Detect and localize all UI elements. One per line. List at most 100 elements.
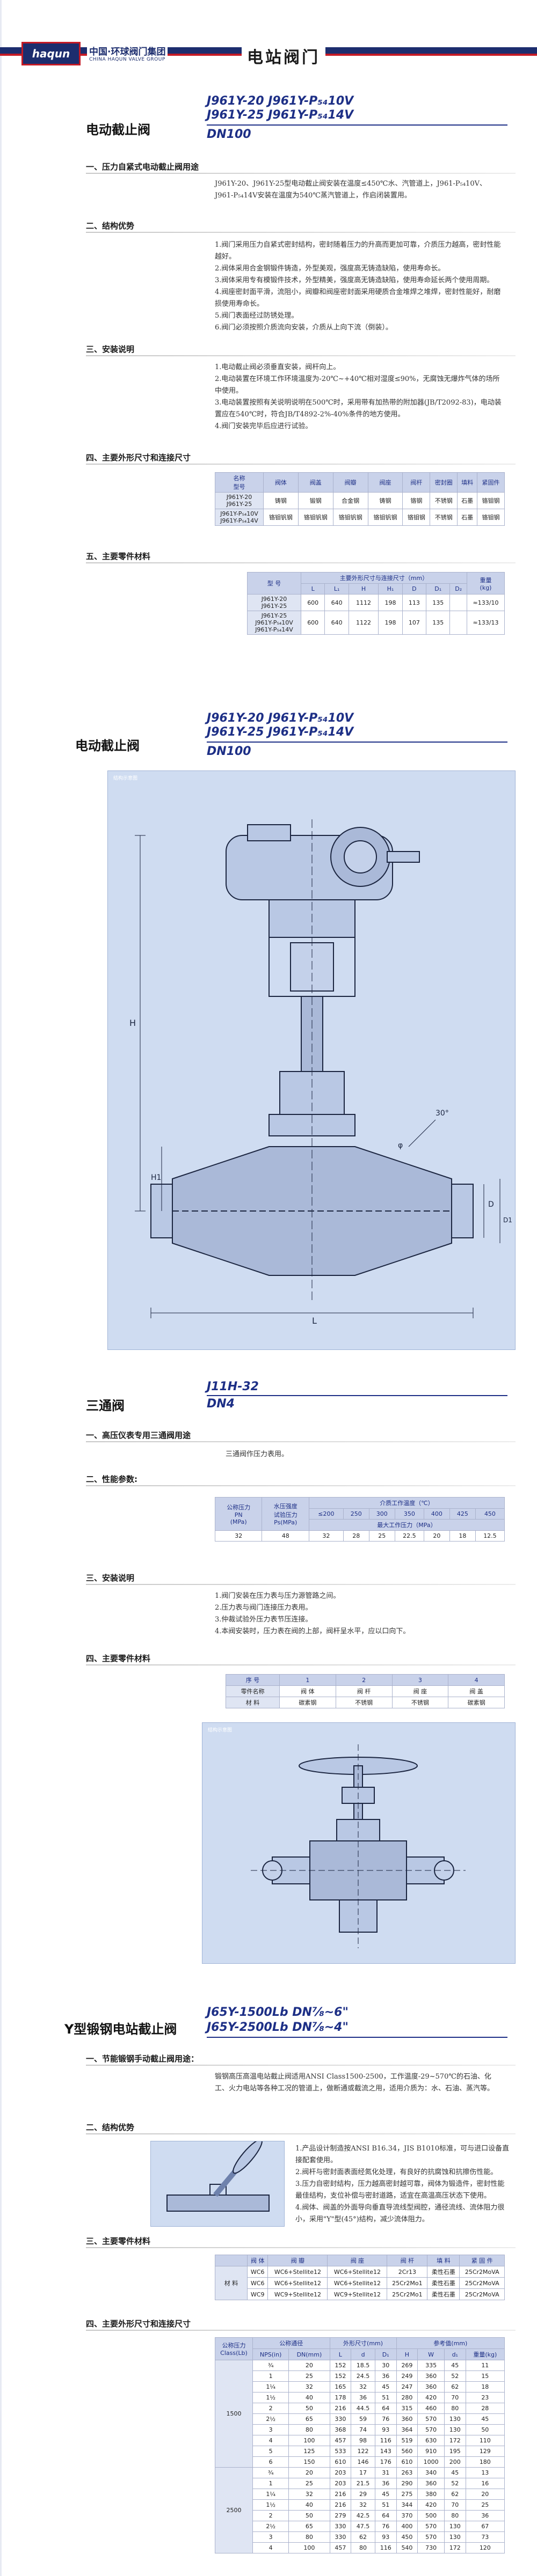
panel-caption: 结构示意图 (113, 776, 138, 781)
table-cell: 11 (465, 2360, 505, 2371)
y-valve-panel (150, 2141, 285, 2227)
section-title: 二、性能参数: (86, 1474, 137, 1484)
valve-cross-section-drawing (135, 819, 500, 1318)
section-rule (86, 1441, 516, 1442)
table-cell: 76 (374, 2413, 397, 2425)
table-cell: 420 (417, 2392, 445, 2403)
table-cell: 176 (374, 2456, 397, 2468)
table-header: D (402, 583, 427, 595)
table-cell: 51 (374, 2392, 397, 2403)
table-header: H (396, 2349, 418, 2360)
table-cell: 640 (324, 611, 349, 635)
list-item: 5.阀门表面经过防锈处理。 (215, 312, 299, 320)
section-title: 四、主要外形尺寸和连接尺寸 (86, 453, 191, 463)
table-cell: 40 (288, 2392, 330, 2403)
model-line-1: J65Y-1500Lb DN⅞~6" (207, 2006, 349, 2019)
table-cell: 570 (417, 2413, 445, 2425)
parts-table: 序 号 1 2 3 4 零件名称 阀 体 阀 杆 阀 座 阀 盖 材 料 碳素钢… (226, 1674, 505, 1708)
structure-list: 1.产品设计制造按ANSI B16.34，JIS B1010标准，可与进口设备直… (295, 2143, 510, 2226)
table-cell: 50 (288, 2403, 330, 2414)
table-cell: 65 (288, 2413, 330, 2425)
table-cell: 263 (396, 2467, 418, 2478)
table-header: D₁ (426, 583, 451, 595)
model-rule (207, 2037, 507, 2038)
table-cell: 62 (444, 2489, 466, 2500)
table-cell: 25Cr2MoVA (459, 2288, 505, 2300)
table-cell: 48 (262, 1530, 309, 1542)
section-text: J961Y-20、J961Y-25型电动截止阀安装在温度≤450℃水、汽管道上，… (215, 180, 487, 200)
table-cell: 130 (444, 2413, 466, 2425)
table-cell: 28 (343, 1530, 369, 1542)
left-rule (0, 0, 2, 2576)
table-cell: 200 (444, 2456, 466, 2468)
section-text: 锻钢高压高温电站截止阀适用ANSI Class1500-2500，工作温度-29… (215, 2073, 495, 2093)
table-header: 水压强度 试验压力 Ps(MPa) (262, 1497, 309, 1531)
company-name-en: CHINA HAQUN VALVE GROUP (87, 57, 168, 62)
table-cell: 32 (288, 2489, 330, 2500)
table-cell: 570 (417, 2531, 445, 2543)
table-header: 重量(kg) (465, 2349, 505, 2360)
table-cell: 20 (288, 2467, 330, 2478)
table-cell: 20 (465, 2489, 505, 2500)
table-cell: 457 (329, 2542, 352, 2553)
table-cell: 石墨 (457, 509, 478, 526)
table-cell: 1112 (348, 594, 379, 611)
table-header: 填料 (457, 472, 478, 493)
table-cell: 45 (444, 2467, 466, 2478)
table-cell: 2½ (252, 2521, 289, 2532)
model-line-2: J961Y-25 J961Y-P₅₄14V (207, 725, 354, 739)
table-cell: 130 (444, 2531, 466, 2543)
list-item: 2.阀杆与密封面表面经氮化处理，有良好的抗腐蚀和抗擦伤性能。 (295, 2168, 498, 2176)
model-rule (207, 1395, 507, 1396)
table-cell: 533 (329, 2446, 352, 2457)
table-cell: 13 (465, 2467, 505, 2478)
model-rule (207, 742, 507, 743)
table-cell: ¾ (252, 2360, 289, 2371)
table-cell: 203 (329, 2467, 352, 2478)
table-cell: 910 (417, 2446, 445, 2457)
table-header: 2 (335, 1674, 393, 1686)
table-cell: 32 (351, 2381, 375, 2392)
table-cell: 36 (351, 2392, 375, 2403)
table-cell: 17 (351, 2467, 375, 2478)
table-header: 序 号 (226, 1674, 280, 1686)
table-cell: 材 料 (226, 1697, 280, 1708)
table-header: 外形尺寸(mm) (329, 2337, 397, 2349)
table-cell: 材 料 (215, 2266, 248, 2300)
section-title: 三、安装说明 (86, 1573, 135, 1583)
table-cell: 碳素钢 (279, 1697, 336, 1708)
table-cell: 1¼ (252, 2489, 289, 2500)
table-cell: 20 (423, 1530, 450, 1542)
table-cell: 73 (465, 2531, 505, 2543)
table-cell: 柔性石墨 (427, 2266, 460, 2278)
table-cell: 铸钢 (367, 492, 403, 509)
table-cell: WC9+Stellite12 (267, 2288, 328, 2300)
table-row: 材 料 碳素钢 不锈钢 不锈钢 碳素钢 (226, 1697, 505, 1708)
table-header: 紧固件 (477, 472, 505, 493)
section-title: 三、主要零件材料 (86, 2236, 151, 2246)
table-cell: 铬钼钒钢 (367, 509, 403, 526)
table-cell: 110 (465, 2435, 505, 2446)
pressure-class-cell: 1500 (215, 2360, 253, 2468)
table-cell: WC9 (246, 2288, 268, 2300)
section-title: 五、主要零件材料 (86, 552, 151, 561)
section-rule (86, 2247, 516, 2248)
table-cell: 630 (417, 2435, 445, 2446)
table-row: 32 48 32 28 25 22.5 20 18 12.5 (214, 1530, 505, 1542)
table-cell: 28 (465, 2403, 505, 2414)
table-cell: 80 (444, 2403, 466, 2414)
table-cell: 50 (465, 2424, 505, 2435)
table-cell: 25Cr2MoVA (459, 2266, 505, 2278)
table-cell: 18 (449, 1530, 476, 1542)
model-dn: DN100 (207, 128, 251, 141)
table-header: d (351, 2349, 375, 2360)
table-header: D₁ (374, 2349, 397, 2360)
table-header: 1 (279, 1674, 336, 1686)
table-cell: 18.5 (351, 2360, 375, 2371)
table-cell: 45 (444, 2360, 466, 2371)
table-cell: 67 (465, 2521, 505, 2532)
